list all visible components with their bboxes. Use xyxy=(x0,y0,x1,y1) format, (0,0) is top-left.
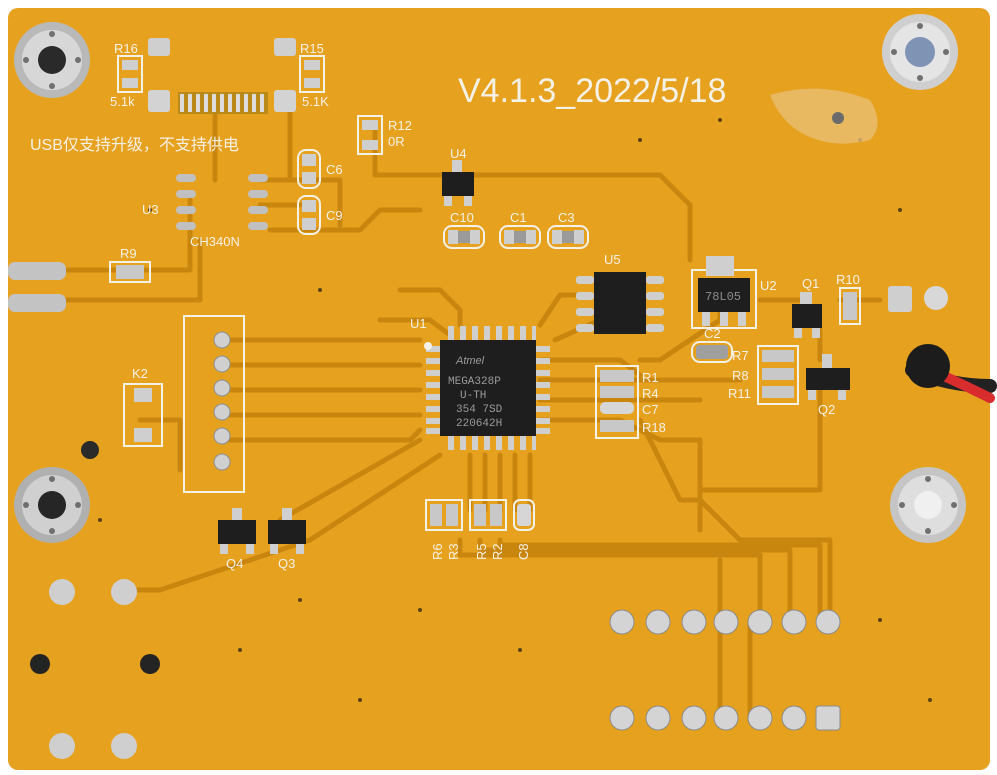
c6-footprint xyxy=(297,149,321,189)
label-r16-val: 5.1k xyxy=(110,94,135,109)
mounting-hole-vias xyxy=(23,23,957,534)
c10-footprint xyxy=(443,225,485,249)
label-r7: R7 xyxy=(732,348,749,363)
copper-traces xyxy=(57,107,883,723)
r10-footprint xyxy=(839,287,861,325)
label-q2: Q2 xyxy=(818,402,835,417)
label-c6: C6 xyxy=(326,162,343,177)
pin-header-footprint xyxy=(183,315,245,493)
bottom-left-pads xyxy=(30,441,160,759)
label-r9: R9 xyxy=(120,246,137,261)
r16-footprint xyxy=(117,55,143,93)
q3-transistor xyxy=(268,508,306,554)
label-u4: U4 xyxy=(450,146,467,161)
label-u1: U1 xyxy=(410,316,427,331)
label-c7: C7 xyxy=(642,402,659,417)
label-q4: Q4 xyxy=(226,556,243,571)
right-power-pads xyxy=(888,286,948,312)
label-r12-val: 0R xyxy=(388,134,405,149)
label-c8: C8 xyxy=(516,543,531,560)
label-q1: Q1 xyxy=(802,276,819,291)
mounting-hole-top-left xyxy=(14,22,90,98)
k2-footprint xyxy=(123,383,163,447)
label-c2: C2 xyxy=(704,326,721,341)
u3-ch340n-footprint xyxy=(176,174,268,230)
c3-footprint xyxy=(547,225,589,249)
label-r16: R16 xyxy=(114,41,138,56)
label-u5: U5 xyxy=(604,252,621,267)
battery-wire-tabs xyxy=(8,262,66,312)
label-r11: R11 xyxy=(728,386,751,401)
label-u2: U2 xyxy=(760,278,777,293)
label-c9: C9 xyxy=(326,208,343,223)
label-r4: R4 xyxy=(642,386,659,401)
test-socket-pads xyxy=(609,609,841,731)
r9-footprint xyxy=(109,261,151,283)
label-r10: R10 xyxy=(836,272,860,287)
c9-footprint xyxy=(297,195,321,235)
label-r3: R3 xyxy=(446,543,461,560)
mounting-hole-top-right xyxy=(882,14,958,90)
u5-chip xyxy=(576,272,664,334)
label-r2: R2 xyxy=(490,543,505,560)
mounting-hole-mid-right xyxy=(890,467,966,543)
r12-footprint xyxy=(357,115,383,155)
glue-hole xyxy=(832,112,844,124)
usb-note-label: USB仅支持升级，不支持供电 xyxy=(30,136,239,154)
label-c10: C10 xyxy=(450,210,474,225)
label-c1: C1 xyxy=(510,210,527,225)
r7-r8-r11-array xyxy=(757,345,799,405)
u1-line1: MEGA328P xyxy=(448,376,501,388)
label-c3: C3 xyxy=(558,210,575,225)
label-r8: R8 xyxy=(732,368,749,383)
label-r18: R18 xyxy=(642,420,666,435)
u1-line3: 354 7SD xyxy=(456,404,503,416)
q4-transistor xyxy=(218,508,256,554)
label-r1: R1 xyxy=(642,370,659,385)
u1-mcu-chip: Atmel MEGA328P U-TH 354 7SD 220642H xyxy=(424,326,550,450)
r1-r4-c7-r18-array xyxy=(595,365,639,439)
q1-transistor xyxy=(792,292,822,338)
label-r12: R12 xyxy=(388,118,412,133)
glue-residue xyxy=(770,88,878,144)
silkscreen-labels: R16 R15 5.1k 5.1K R12 0R U3 CH340N C6 C9… xyxy=(110,41,860,571)
usb-connector-footprint xyxy=(148,38,296,114)
r15-footprint xyxy=(299,55,325,93)
label-r15: R15 xyxy=(300,41,324,56)
label-u3: U3 xyxy=(142,202,159,217)
label-r15-val: 5.1K xyxy=(302,94,329,109)
label-q3: Q3 xyxy=(278,556,295,571)
label-r5: R5 xyxy=(474,543,489,560)
label-u3-part: CH340N xyxy=(190,234,240,249)
u1-line2: U-TH xyxy=(460,390,486,402)
u2-part-marking: 78L05 xyxy=(705,290,741,304)
u4-chip xyxy=(442,160,474,206)
u1-line4: 220642H xyxy=(456,418,502,430)
label-r6: R6 xyxy=(430,543,445,560)
battery-leads xyxy=(905,344,997,403)
label-k2: K2 xyxy=(132,366,148,381)
c2-footprint xyxy=(691,341,733,363)
c1-footprint xyxy=(499,225,541,249)
version-label: V4.1.3_2022/5/18 xyxy=(458,72,726,110)
q2-transistor xyxy=(806,354,850,400)
u2-regulator: 78L05 xyxy=(691,256,757,329)
bottom-resistor-row xyxy=(425,499,535,531)
mounting-hole-mid-left xyxy=(14,467,90,543)
u1-brand: Atmel xyxy=(455,355,485,367)
